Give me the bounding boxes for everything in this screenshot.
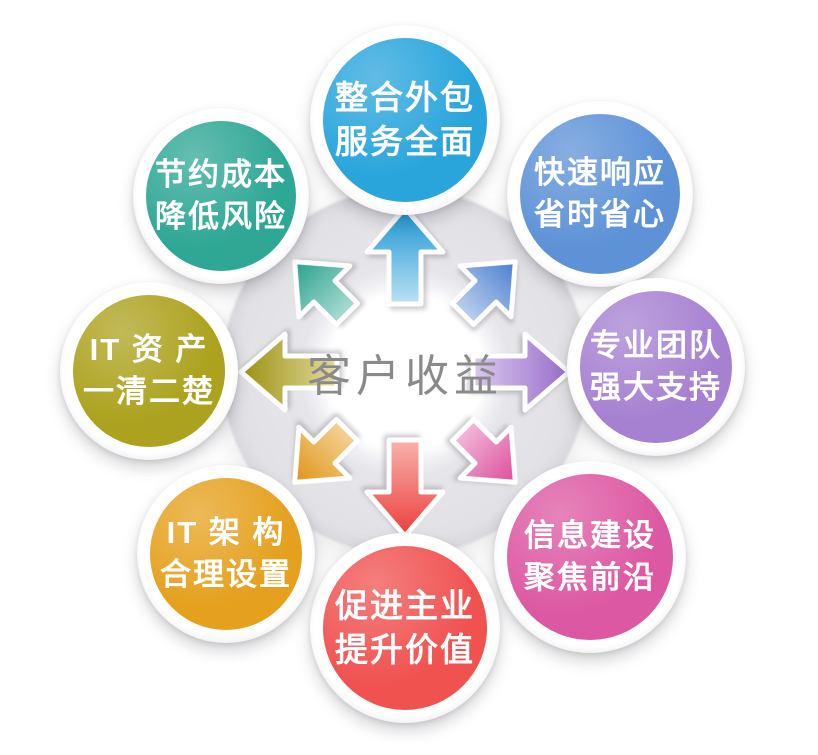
node-label: 信息建设 聚焦前沿 [524, 515, 656, 598]
node-circle: IT 架 构 合理设置 [150, 478, 302, 630]
node-line1: 专业团队 [590, 328, 722, 364]
node-line2: 合理设置 [160, 557, 292, 592]
node-fast-response: 快速响应 省时省心 [507, 101, 693, 287]
node-line2: 一清二楚 [83, 374, 215, 409]
node-circle: 专业团队 强大支持 [580, 291, 732, 443]
node-line2: 服务全面 [335, 123, 475, 160]
node-promote-value: 促进主业 提升价值 [310, 533, 500, 723]
arrow-up-icon [363, 204, 447, 376]
node-label: 专业团队 强大支持 [590, 325, 722, 408]
arrow-down-left-icon [257, 339, 438, 520]
node-outsourcing: 整合外包 服务全面 [310, 25, 500, 215]
node-info-construction: 信息建设 聚焦前沿 [494, 461, 686, 653]
node-line2: 提升价值 [335, 631, 475, 668]
node-line2: 省时省心 [534, 197, 666, 232]
node-circle: 整合外包 服务全面 [323, 38, 487, 202]
node-it-assets: IT 资 产 一清二楚 [60, 282, 238, 460]
node-professional-team: 专业团队 强大支持 [567, 278, 745, 456]
node-line1: 信息建设 [524, 518, 656, 554]
node-line2: 强大支持 [590, 370, 722, 405]
node-circle: 促进主业 提升价值 [323, 546, 487, 710]
node-line1: IT 架 构 [166, 515, 286, 551]
node-circle: IT 资 产 一清二楚 [73, 295, 225, 447]
node-line1: 节约成本 [155, 157, 287, 193]
node-circle: 信息建设 聚焦前沿 [507, 474, 673, 640]
center-title: 客户收益 [307, 352, 503, 401]
arrow-left-icon [237, 330, 409, 414]
node-line1: IT 资 产 [89, 332, 209, 368]
node-circle: 节约成本 降低风险 [146, 121, 296, 271]
node-label: 整合外包 服务全面 [335, 76, 475, 164]
node-line1: 整合外包 [335, 78, 475, 116]
arrow-down-right-icon [372, 339, 553, 520]
node-label: IT 资 产 一清二楚 [83, 329, 215, 412]
node-label: 节约成本 降低风险 [155, 154, 287, 237]
node-line2: 降低风险 [155, 199, 287, 234]
node-line1: 促进主业 [335, 586, 475, 624]
node-cost-saving: 节约成本 降低风险 [133, 108, 309, 284]
node-label: IT 架 构 合理设置 [160, 512, 292, 595]
arrow-right-icon [401, 330, 573, 414]
node-it-architecture: IT 架 构 合理设置 [137, 465, 315, 643]
node-line2: 聚焦前沿 [524, 560, 656, 595]
arrow-down-icon [363, 368, 447, 540]
arrow-up-left-icon [257, 224, 438, 405]
node-line1: 快速响应 [534, 155, 666, 191]
arrow-up-right-icon [372, 224, 553, 405]
node-circle: 快速响应 省时省心 [520, 114, 680, 274]
node-label: 快速响应 省时省心 [534, 152, 666, 235]
node-label: 促进主业 提升价值 [335, 584, 475, 672]
